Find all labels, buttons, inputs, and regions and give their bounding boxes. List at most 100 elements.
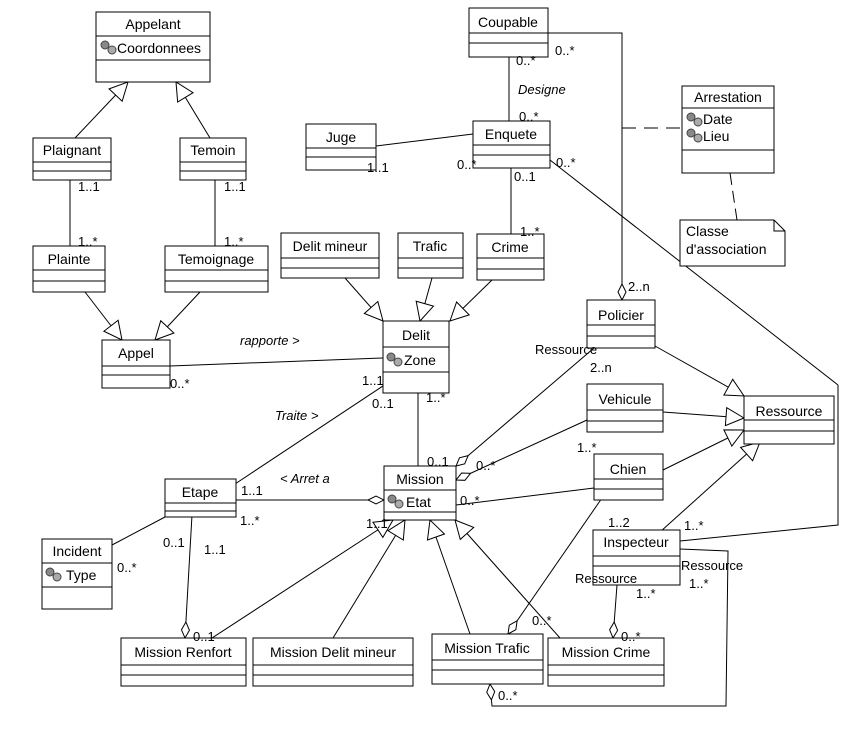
class-temoignage[interactable]	[164, 245, 269, 293]
gen-crime-delit	[450, 279, 493, 321]
gen-trafic-delit	[420, 277, 432, 321]
multiplicity: 0..*	[117, 560, 137, 575]
class-mission-trafic[interactable]	[431, 633, 544, 685]
class-mission-delit-mineur[interactable]	[252, 637, 414, 687]
class-etape[interactable]	[164, 478, 237, 518]
class-name: Arrestation	[694, 89, 762, 105]
agg-vehicule-mission	[456, 419, 588, 480]
multiplicity: 1..2	[608, 515, 630, 530]
class-appel[interactable]	[101, 339, 171, 389]
class-name: Policier	[598, 307, 644, 323]
multiplicity: 0..*	[555, 43, 575, 58]
multiplicity: 1..1	[366, 516, 388, 531]
multiplicity: 1..1	[367, 160, 389, 175]
class-name: Mission Trafic	[444, 640, 530, 656]
attribute: Etat	[406, 494, 431, 510]
class-crime[interactable]	[476, 233, 545, 281]
class-name: Delit	[402, 327, 430, 343]
multiplicity: 0..*	[516, 53, 536, 68]
attribute-icon	[387, 494, 404, 509]
class-inspecteur[interactable]	[592, 529, 681, 586]
attribute-icon	[686, 128, 703, 143]
note-link	[729, 172, 738, 221]
class-arrestation[interactable]	[681, 85, 775, 174]
class-boxes	[32, 7, 835, 687]
relation-label: < Arret a	[280, 471, 330, 486]
multiplicity: 0..*	[532, 613, 552, 628]
class-names: Appelant Coordonnees Plaignant Temoin Pl…	[43, 14, 823, 660]
agg-policier-mission	[456, 347, 595, 466]
attribute-icon	[686, 112, 703, 127]
class-chien[interactable]	[593, 453, 664, 501]
agg-inspecteur-trafic	[490, 548, 729, 707]
class-plainte[interactable]	[32, 245, 106, 293]
class-name: Mission	[396, 471, 443, 487]
multiplicity: 0..1	[427, 454, 449, 469]
multiplicity: 1..*	[224, 234, 244, 249]
multiplicity: 2..n	[590, 360, 612, 375]
class-name: Trafic	[413, 238, 447, 254]
class-name: Plaignant	[43, 142, 101, 158]
attribute: Lieu	[703, 128, 729, 144]
multiplicity: 1..*	[636, 586, 656, 601]
multiplicity: 0..*	[519, 109, 539, 124]
gen-renfort-mission	[211, 520, 393, 639]
class-policier[interactable]	[586, 299, 656, 349]
multiplicity: 0..*	[621, 629, 641, 644]
class-name: Chien	[610, 461, 647, 477]
note-classe-association	[679, 219, 786, 267]
class-delit-mineur[interactable]	[280, 232, 380, 279]
attribute-icon	[386, 352, 403, 367]
agg-chien-trafic	[508, 497, 603, 634]
class-name: Inspecteur	[603, 534, 669, 550]
gen-chien-ressource	[662, 430, 744, 471]
class-trafic[interactable]	[397, 232, 464, 279]
association-labels: Designe rapporte > Traite > < Arret a Re…	[240, 82, 743, 586]
class-name: Delit mineur	[293, 238, 368, 254]
gen-plainte-appel	[84, 291, 122, 340]
assoc-appel-delit	[169, 357, 384, 367]
attribute-icons	[45, 40, 703, 582]
class-coupable[interactable]	[468, 7, 549, 58]
role-label: Ressource	[681, 558, 743, 573]
attribute-icon	[45, 567, 62, 582]
multiplicity: 0..1	[514, 169, 536, 184]
attribute: Type	[66, 567, 97, 583]
agg-inspecteur-crime	[613, 584, 617, 638]
agg-coupable-policier	[548, 32, 622, 300]
class-plaignant[interactable]	[32, 137, 112, 181]
class-name: Temoignage	[178, 251, 254, 267]
class-vehicule[interactable]	[586, 383, 664, 433]
attribute: Date	[703, 111, 733, 127]
class-name: Mission Crime	[562, 644, 651, 660]
class-name: Coupable	[478, 14, 538, 30]
class-name: Etape	[182, 484, 219, 500]
gen-inspecteur-ressource	[659, 442, 760, 533]
class-name: Juge	[326, 129, 357, 145]
gen-temoignage-appel	[155, 291, 201, 340]
class-name: Temoin	[190, 142, 235, 158]
class-enquete[interactable]	[472, 120, 551, 169]
assoc-juge-enquete	[375, 133, 474, 147]
note-line: d'association	[686, 241, 767, 257]
class-ressource[interactable]	[743, 395, 835, 445]
attribute-icon	[100, 40, 117, 55]
class-mission-crime[interactable]	[547, 637, 665, 687]
multiplicity: 0..*	[170, 376, 190, 391]
relation-label: Traite >	[275, 408, 319, 423]
class-mission[interactable]	[383, 465, 457, 521]
class-juge[interactable]	[305, 123, 377, 171]
multiplicity: 1..1	[224, 179, 246, 194]
multiplicity: 0..*	[457, 157, 477, 172]
class-temoin[interactable]	[179, 137, 247, 181]
multiplicity: 1..*	[78, 234, 98, 249]
multiplicity: 2..n	[628, 279, 650, 294]
class-name: Mission Renfort	[134, 644, 231, 660]
multiplicity: 0..1	[163, 535, 185, 550]
gen-delitmineur-delit	[344, 277, 383, 321]
class-name: Crime	[491, 239, 529, 255]
class-mission-renfort[interactable]	[120, 637, 247, 687]
multiplicity: 1..*	[577, 440, 597, 455]
multiplicity: 0..1	[372, 396, 394, 411]
multiplicity: 0..*	[460, 493, 480, 508]
